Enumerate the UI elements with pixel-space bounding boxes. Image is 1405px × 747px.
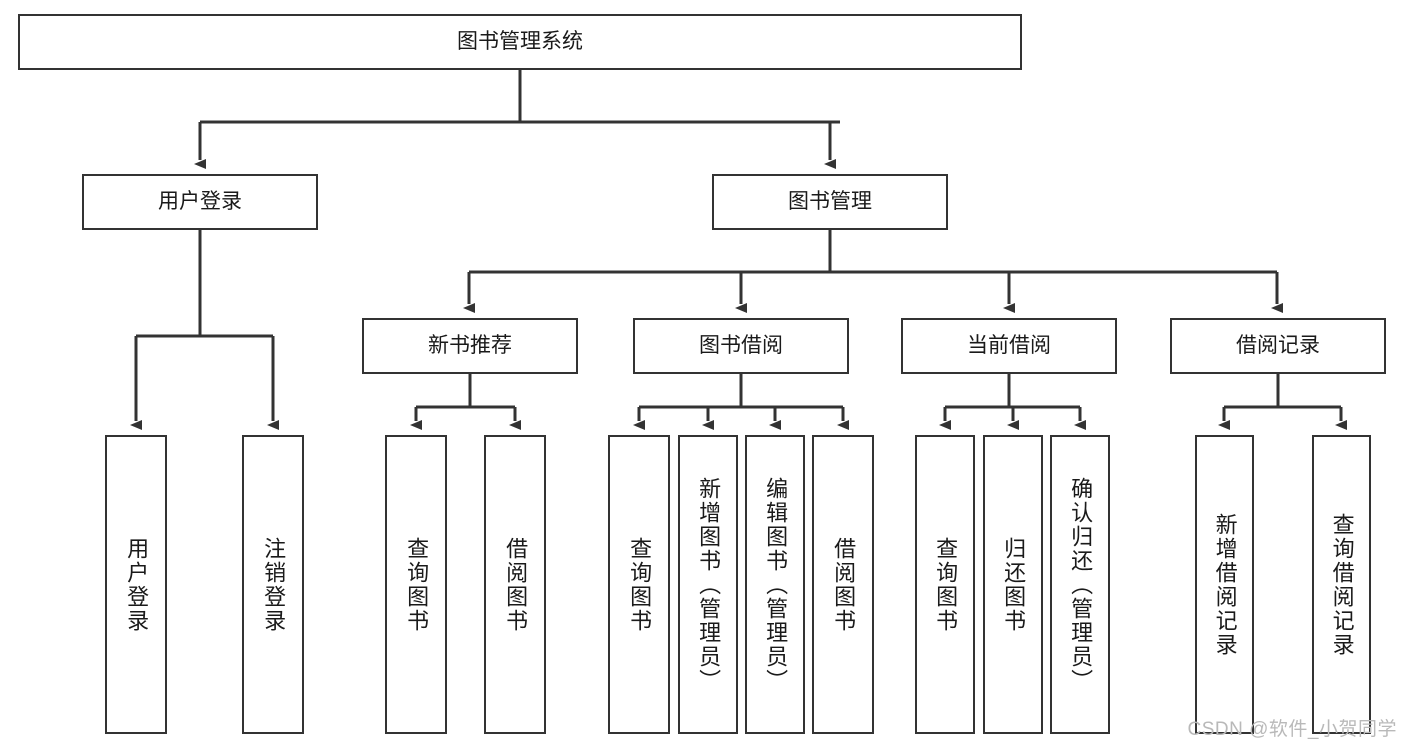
watermark: CSDN @软件_小贺同学	[1187, 719, 1397, 740]
node-label: 查询图书	[627, 536, 653, 633]
node-new-book-recommend[interactable]: 新书推荐	[362, 318, 578, 374]
node-book-management[interactable]: 图书管理	[712, 174, 948, 230]
node-borrow-record[interactable]: 借阅记录	[1170, 318, 1386, 374]
node-label: 借阅图书	[831, 536, 857, 633]
leaf-query-book-current[interactable]: 查询图书	[915, 435, 975, 734]
node-label: 新增借阅记录	[1212, 512, 1238, 657]
book-borrow-connectors	[633, 374, 849, 430]
leaf-confirm-return-admin[interactable]: 确认归还（管理员）	[1050, 435, 1110, 734]
node-user-login[interactable]: 用户登录	[82, 174, 318, 230]
node-label: 查询图书	[933, 536, 959, 633]
node-label: 注销登录	[261, 536, 287, 633]
node-label: 查询借阅记录	[1329, 512, 1355, 657]
node-label: 用户登录	[158, 189, 242, 213]
node-label: 当前借阅	[967, 333, 1051, 357]
node-label: 编辑图书（管理员）	[763, 476, 789, 693]
node-label: 图书借阅	[699, 333, 783, 357]
leaf-add-book-admin[interactable]: 新增图书（管理员）	[678, 435, 738, 734]
root-connectors	[194, 70, 840, 169]
leaf-query-borrow-record[interactable]: 查询借阅记录	[1312, 435, 1371, 734]
leaf-borrow-book-recommend[interactable]: 借阅图书	[484, 435, 546, 734]
node-book-borrow[interactable]: 图书借阅	[633, 318, 849, 374]
node-label: 归还图书	[1001, 536, 1027, 633]
new-book-rec-connectors	[410, 374, 521, 430]
node-book-management-system[interactable]: 图书管理系统	[18, 14, 1022, 70]
book-manage-connectors	[463, 230, 1283, 313]
leaf-query-book-recommend[interactable]: 查询图书	[385, 435, 447, 734]
leaf-return-book[interactable]: 归还图书	[983, 435, 1043, 734]
node-label: 图书管理系统	[457, 29, 583, 53]
node-label: 新增图书（管理员）	[696, 476, 722, 693]
leaf-user-login[interactable]: 用户登录	[105, 435, 167, 734]
leaf-query-book-borrow[interactable]: 查询图书	[608, 435, 670, 734]
current-borrow-connectors	[939, 374, 1086, 430]
borrow-record-connectors	[1218, 374, 1347, 430]
node-current-borrow[interactable]: 当前借阅	[901, 318, 1117, 374]
leaf-add-borrow-record[interactable]: 新增借阅记录	[1195, 435, 1254, 734]
leaf-logout[interactable]: 注销登录	[242, 435, 304, 734]
leaf-edit-book-admin[interactable]: 编辑图书（管理员）	[745, 435, 805, 734]
leaf-borrow-book[interactable]: 借阅图书	[812, 435, 874, 734]
node-label: 用户登录	[124, 536, 150, 633]
node-label: 确认归还（管理员）	[1068, 476, 1094, 693]
node-label: 借阅记录	[1236, 333, 1320, 357]
user-login-connectors	[130, 230, 279, 430]
node-label: 借阅图书	[503, 536, 529, 633]
node-label: 图书管理	[788, 189, 872, 213]
node-label: 新书推荐	[428, 333, 512, 357]
node-label: 查询图书	[404, 536, 430, 633]
